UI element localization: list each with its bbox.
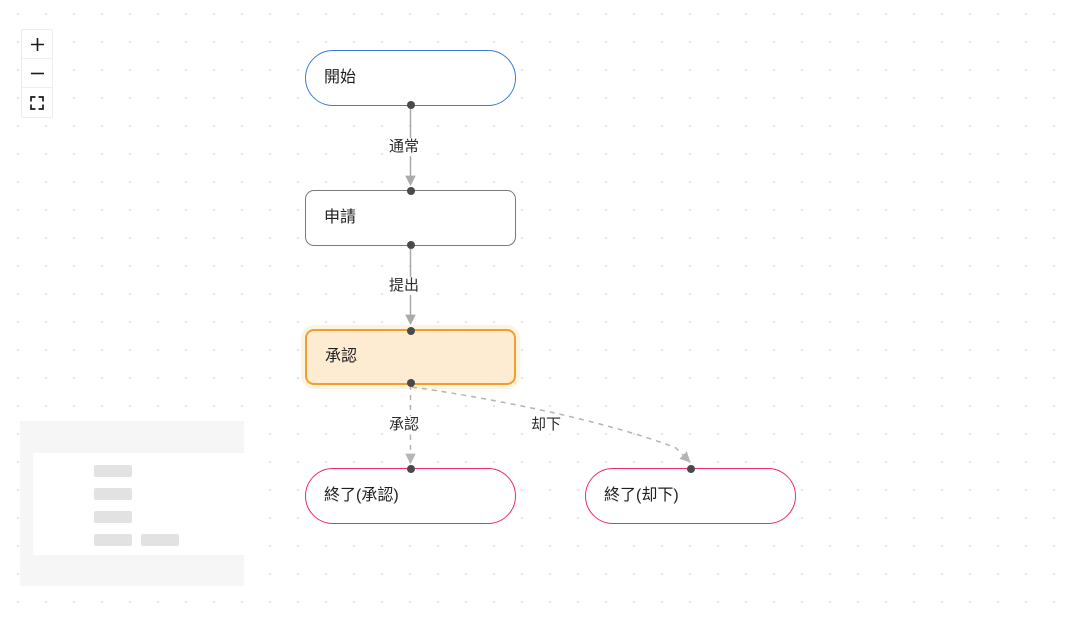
zoom-in-button[interactable] xyxy=(22,30,52,59)
minimap-node xyxy=(94,534,132,546)
minimap-node xyxy=(141,534,179,546)
handle-bottom[interactable] xyxy=(406,241,415,249)
handle-top[interactable] xyxy=(406,187,415,195)
node-approve[interactable]: 承認 xyxy=(305,327,516,387)
node-start-label: 開始 xyxy=(324,69,357,86)
minus-icon xyxy=(30,66,45,81)
node-start[interactable]: 開始 xyxy=(305,50,516,109)
edge-label-rejected: 却下 xyxy=(528,416,565,434)
zoom-controls xyxy=(21,29,53,118)
minimap-node xyxy=(94,488,132,500)
plus-icon xyxy=(30,37,45,52)
node-end-approved-label: 終了(承認) xyxy=(324,487,399,504)
node-approve-label: 承認 xyxy=(325,348,358,365)
node-end-rejected[interactable]: 終了(却下) xyxy=(585,465,796,524)
handle-top[interactable] xyxy=(406,465,415,473)
minimap-node xyxy=(94,511,132,523)
fit-view-button[interactable] xyxy=(22,88,52,117)
node-apply[interactable]: 申請 xyxy=(305,187,516,249)
zoom-out-button[interactable] xyxy=(22,59,52,88)
edge-label-submit: 提出 xyxy=(386,277,423,295)
node-end-rejected-label: 終了(却下) xyxy=(604,487,679,504)
edge-label-approved: 承認 xyxy=(386,416,423,434)
fit-view-icon xyxy=(30,95,44,110)
handle-bottom[interactable] xyxy=(406,379,415,387)
node-end-approved[interactable]: 終了(承認) xyxy=(305,465,516,524)
handle-top[interactable] xyxy=(406,327,415,335)
edge-label-normal: 通常 xyxy=(386,138,423,156)
minimap[interactable] xyxy=(20,421,244,586)
handle-bottom[interactable] xyxy=(406,101,415,109)
node-apply-label: 申請 xyxy=(324,209,357,226)
handle-top[interactable] xyxy=(686,465,695,473)
minimap-viewport[interactable] xyxy=(33,453,244,555)
minimap-node xyxy=(94,465,132,477)
